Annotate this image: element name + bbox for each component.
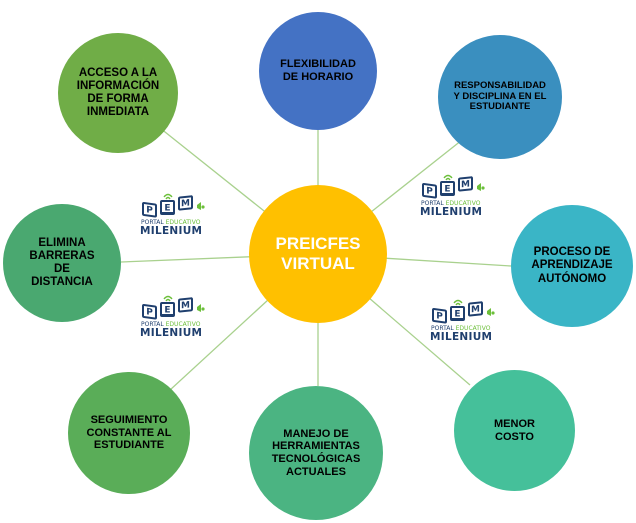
svg-text:M: M <box>471 304 480 315</box>
svg-text:PORTAL EDUCATIVO: PORTAL EDUCATIVO <box>431 325 491 332</box>
svg-text:PORTAL EDUCATIVO: PORTAL EDUCATIVO <box>141 321 201 328</box>
svg-text:P: P <box>436 311 443 322</box>
node-label: RESPONSABILIDAD Y DISCIPLINA EN EL ESTUD… <box>453 79 547 113</box>
node-label: SEGUIMIENTO CONSTANTE AL ESTUDIANTE <box>86 414 172 452</box>
svg-text:P: P <box>146 205 153 216</box>
center-label: PREICFES VIRTUAL <box>275 234 361 273</box>
node-label: FLEXIBILIDAD DE HORARIO <box>280 58 356 83</box>
svg-text:E: E <box>164 306 170 316</box>
svg-text:MILENIUM: MILENIUM <box>140 327 202 339</box>
svg-text:MILENIUM: MILENIUM <box>420 206 482 218</box>
center-node-preicfes: PREICFES VIRTUAL <box>249 185 387 323</box>
node-label: ELIMINA BARRERAS DE DISTANCIA <box>29 236 95 289</box>
svg-text:MILENIUM: MILENIUM <box>140 225 202 237</box>
node-label: ACCESO A LA INFORMACIÓN DE FORMA INMEDIA… <box>76 66 160 119</box>
node-seguimiento: SEGUIMIENTO CONSTANTE AL ESTUDIANTE <box>68 372 190 494</box>
svg-text:P: P <box>146 307 153 318</box>
svg-text:E: E <box>454 310 460 320</box>
svg-text:E: E <box>444 185 450 195</box>
node-label: PROCESO DE APRENDIZAJE AUTÓNOMO <box>531 246 613 285</box>
node-label: MENOR COSTO <box>494 417 535 443</box>
svg-text:MILENIUM: MILENIUM <box>430 331 492 343</box>
svg-text:PORTAL EDUCATIVO: PORTAL EDUCATIVO <box>141 219 201 226</box>
node-elimina-barreras: ELIMINA BARRERAS DE DISTANCIA <box>3 204 121 322</box>
node-proceso-aprendizaje: PROCESO DE APRENDIZAJE AUTÓNOMO <box>511 205 633 327</box>
svg-text:PORTAL EDUCATIVO: PORTAL EDUCATIVO <box>421 200 481 207</box>
node-menor-costo: MENOR COSTO <box>454 370 575 491</box>
node-label: MANEJO DE HERRAMIENTAS TECNOLÓGICAS ACTU… <box>271 427 361 478</box>
node-acceso-informacion: ACCESO A LA INFORMACIÓN DE FORMA INMEDIA… <box>58 33 178 153</box>
svg-text:P: P <box>426 186 433 197</box>
svg-text:E: E <box>164 204 170 214</box>
node-flexibilidad-horario: FLEXIBILIDAD DE HORARIO <box>259 12 377 130</box>
node-responsabilidad: RESPONSABILIDAD Y DISCIPLINA EN EL ESTUD… <box>438 35 562 159</box>
svg-text:M: M <box>461 179 470 190</box>
svg-text:M: M <box>181 300 190 311</box>
node-manejo-herramientas: MANEJO DE HERRAMIENTAS TECNOLÓGICAS ACTU… <box>249 386 383 520</box>
svg-text:M: M <box>181 198 190 209</box>
